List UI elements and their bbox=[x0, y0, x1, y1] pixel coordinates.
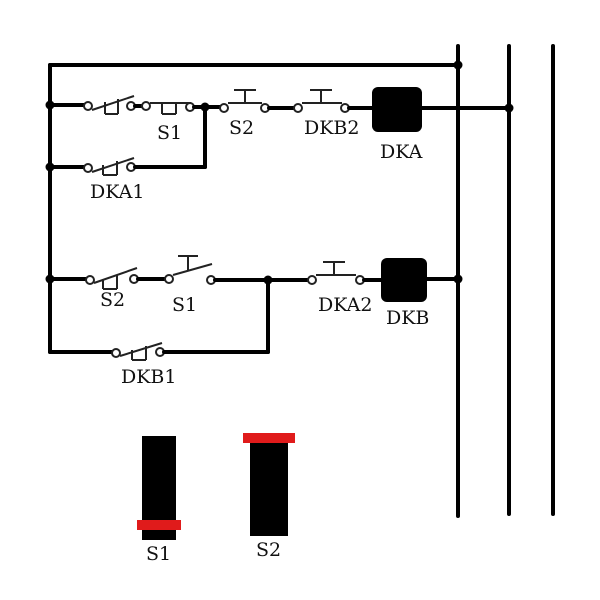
dka1-contact bbox=[83, 157, 136, 176]
s2-button-body bbox=[250, 438, 288, 536]
s2-nc-contact-row2 bbox=[85, 267, 139, 290]
label-s2-row2: S2 bbox=[100, 289, 125, 311]
label-dkb: DKB bbox=[386, 307, 429, 329]
dkb1-contact bbox=[111, 342, 165, 361]
label-dkb1: DKB1 bbox=[121, 366, 176, 388]
label-button-s2: S2 bbox=[256, 539, 281, 561]
junction-dot bbox=[504, 103, 514, 113]
label-s2-row1: S2 bbox=[229, 117, 254, 139]
s2-no-contact-row1 bbox=[219, 89, 270, 113]
junction-dot bbox=[453, 274, 463, 284]
nc-contact-row1-a bbox=[83, 95, 136, 115]
label-dka: DKA bbox=[380, 141, 423, 163]
label-dka2: DKA2 bbox=[318, 294, 372, 316]
s1-no-contact-row2 bbox=[164, 255, 216, 285]
label-s1-row2: S1 bbox=[172, 294, 197, 316]
label-dkb2: DKB2 bbox=[304, 117, 359, 139]
label-s1-row1: S1 bbox=[157, 122, 182, 144]
dka-coil bbox=[372, 87, 422, 132]
s2-button-cap bbox=[243, 433, 295, 443]
s1-button-cap bbox=[137, 520, 181, 530]
s1-nc-contact-row1 bbox=[141, 101, 195, 115]
dka2-contact bbox=[307, 261, 365, 285]
dkb2-contact bbox=[293, 89, 350, 113]
label-button-s1: S1 bbox=[146, 543, 171, 565]
junction-dot bbox=[453, 60, 463, 70]
label-dka1: DKA1 bbox=[90, 181, 144, 203]
dkb-coil bbox=[381, 258, 427, 302]
